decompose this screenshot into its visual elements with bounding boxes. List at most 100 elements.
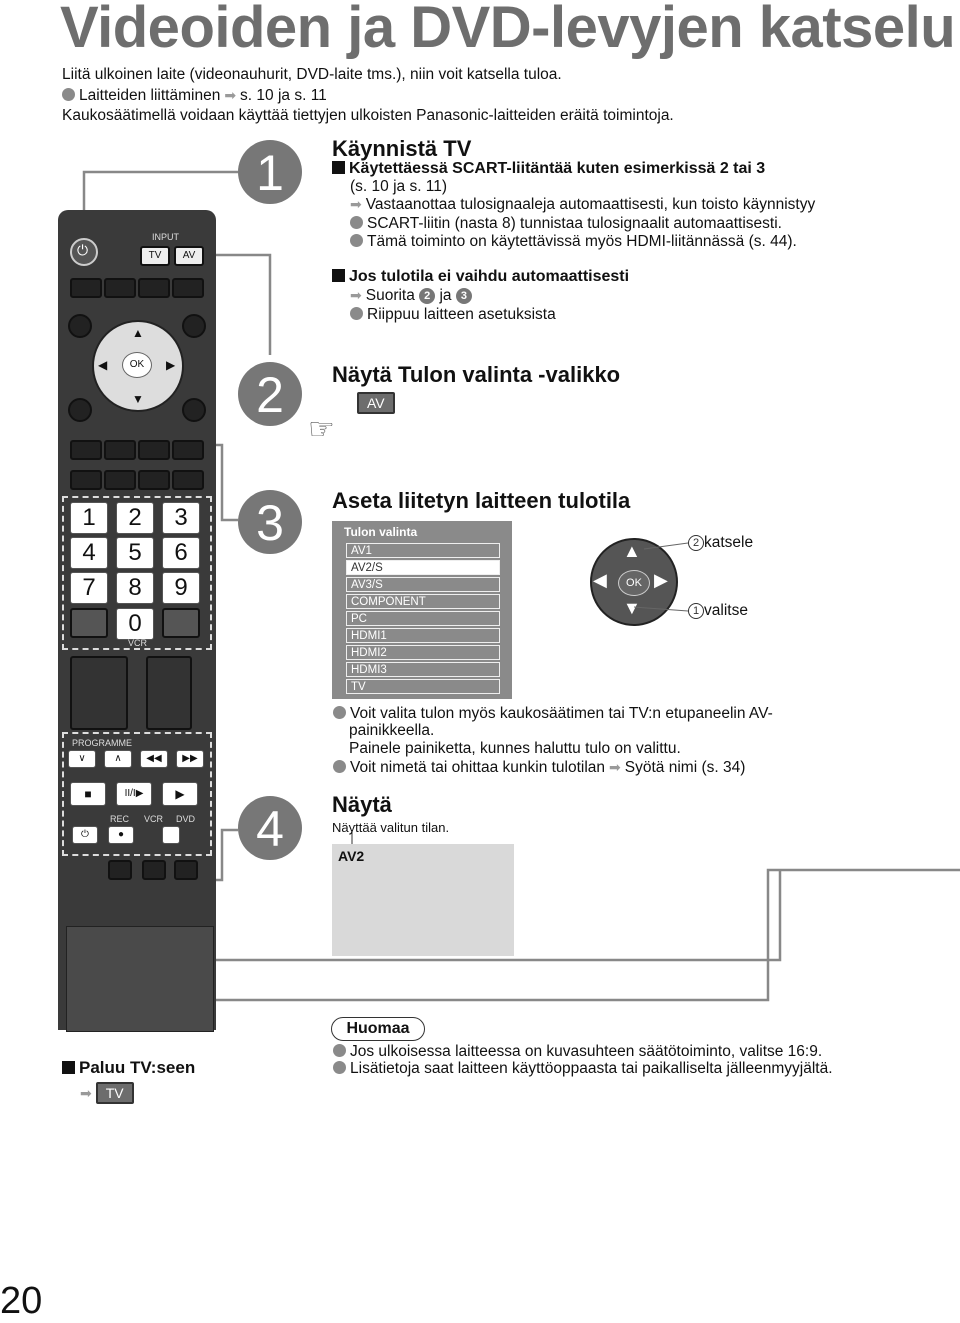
page-title: Videoiden ja DVD-levyjen katselu <box>60 0 956 60</box>
step-3-circle: 3 <box>238 490 302 554</box>
page-number: 20 <box>0 1280 43 1322</box>
remote-button[interactable] <box>104 278 136 298</box>
fast-forward-button[interactable]: ▶▶ <box>176 750 204 768</box>
remote-round-button[interactable] <box>68 314 92 338</box>
bullet-icon <box>62 88 75 101</box>
arrow-up-icon: ▲ <box>623 541 641 561</box>
key-1[interactable]: 1 <box>70 502 108 534</box>
intro-line-2: Laitteiden liittäminen➡s. 10 ja s. 11 <box>62 87 327 105</box>
remote-button[interactable] <box>172 278 204 298</box>
square-bullet-icon <box>332 269 345 282</box>
key-8[interactable]: 8 <box>116 572 154 604</box>
arrow-down-icon: ▼ <box>623 598 641 618</box>
intro-line-3: Kaukosäätimellä voidaan käyttää tiettyje… <box>62 107 674 124</box>
step-4-text: Näyttää valitun tilan. <box>332 820 450 835</box>
key-4[interactable]: 4 <box>70 537 108 569</box>
ok-button-illustration: OK <box>618 570 650 596</box>
key-9[interactable]: 9 <box>162 572 200 604</box>
menu-item-tv[interactable]: TV <box>346 679 500 694</box>
remote-button[interactable] <box>138 470 170 490</box>
vcr-label: VCR <box>144 814 164 824</box>
bullet-icon <box>350 216 363 229</box>
av-input-button[interactable]: AV <box>174 246 204 266</box>
menu-item-hdmi2[interactable]: HDMI2 <box>346 645 500 660</box>
key-2[interactable]: 2 <box>116 502 154 534</box>
dvd-label: DVD <box>176 814 196 824</box>
step-1-sub-1-ref: (s. 10 ja s. 11) <box>350 178 448 195</box>
arrow-down-icon: ▼ <box>132 392 144 406</box>
square-bullet-icon <box>62 1061 75 1074</box>
remote-button[interactable] <box>104 470 136 490</box>
remote-button[interactable] <box>138 278 170 298</box>
remote-button[interactable] <box>70 470 102 490</box>
key-6[interactable]: 6 <box>162 537 200 569</box>
device-power-button[interactable]: ⏻ <box>72 826 98 844</box>
programme-down-button[interactable]: ∨ <box>68 750 96 768</box>
arrow-right-icon: ▶ <box>654 570 668 590</box>
bullet-icon <box>350 307 363 320</box>
step-1-sub-1: Käytettäessä SCART-liitäntää kuten esime… <box>332 160 765 178</box>
rec-button[interactable]: ● <box>108 826 134 844</box>
step-1-sub-2-bullet: Riippuu laitteen asetuksista <box>350 306 556 324</box>
step-ref-badge: 2 <box>419 288 436 304</box>
arrow-right-icon: ➡ <box>350 287 362 303</box>
remote-button[interactable] <box>70 656 128 730</box>
av-button[interactable]: AV <box>357 392 395 414</box>
stop-button[interactable]: ■ <box>70 782 106 806</box>
remote-button[interactable] <box>70 608 108 638</box>
dpad[interactable]: ▲ ▼ ◀ ▶ OK <box>92 320 184 412</box>
remote-button[interactable] <box>146 656 192 730</box>
play-icon: ▶ <box>175 787 185 801</box>
remote-button[interactable] <box>172 440 204 460</box>
arrow-right-icon: ➡ <box>224 87 237 103</box>
remote-button[interactable] <box>104 440 136 460</box>
step-3-bullet-1b: painikkeella. <box>349 722 435 739</box>
vcr-dvd-switch[interactable] <box>162 826 180 844</box>
remote-button[interactable] <box>162 608 200 638</box>
programme-up-button[interactable]: ∧ <box>104 750 132 768</box>
bullet-icon <box>333 706 346 719</box>
key-0[interactable]: 0 <box>116 608 154 640</box>
remote-button[interactable] <box>70 440 102 460</box>
step-ref-badge: 3 <box>455 288 472 304</box>
menu-item-av3s[interactable]: AV3/S <box>346 577 500 592</box>
rec-label: REC <box>110 814 130 824</box>
square-bullet-icon <box>332 161 345 174</box>
step-1-arrow-text: ➡Vastaanottaa tulosignaaleja automaattis… <box>350 196 816 213</box>
ok-button[interactable]: OK <box>122 352 152 378</box>
remote-round-button[interactable] <box>182 314 206 338</box>
key-7[interactable]: 7 <box>70 572 108 604</box>
key-3[interactable]: 3 <box>162 502 200 534</box>
vcr-small-label: VCR <box>128 638 148 648</box>
menu-item-hdmi1[interactable]: HDMI1 <box>346 628 500 643</box>
remote-round-button[interactable] <box>68 398 92 422</box>
remote-cover <box>66 926 214 1032</box>
rewind-button[interactable]: ◀◀ <box>140 750 168 768</box>
menu-item-av2s[interactable]: AV2/S <box>346 560 500 575</box>
arrow-up-icon: ▲ <box>132 326 144 340</box>
return-tv-heading: Paluu TV:seen <box>62 1058 195 1078</box>
step-4-heading: Näytä <box>332 792 392 817</box>
menu-item-hdmi3[interactable]: HDMI3 <box>346 662 500 677</box>
menu-item-pc[interactable]: PC <box>346 611 500 626</box>
play-button[interactable]: ▶ <box>162 782 198 806</box>
power-button[interactable]: ⏻ <box>70 238 98 266</box>
remote-button[interactable] <box>172 470 204 490</box>
pause-icon: II/I▶ <box>124 788 144 799</box>
note-1: Jos ulkoisessa laitteessa on kuvasuhteen… <box>333 1043 822 1061</box>
tv-button[interactable]: TV <box>95 1082 134 1104</box>
remote-button[interactable] <box>174 860 198 880</box>
tv-input-button[interactable]: TV <box>140 246 170 266</box>
arrow-right-icon: ▶ <box>166 358 176 372</box>
power-icon: ⏻ <box>77 242 89 258</box>
remote-round-button[interactable] <box>182 398 206 422</box>
remote-button[interactable] <box>142 860 166 880</box>
remote-button[interactable] <box>70 278 102 298</box>
remote-button[interactable] <box>108 860 132 880</box>
pause-button[interactable]: II/I▶ <box>116 782 152 806</box>
note-2: Lisätietoja saat laitteen käyttöoppaasta… <box>333 1060 833 1078</box>
menu-item-av1[interactable]: AV1 <box>346 543 500 558</box>
menu-item-component[interactable]: COMPONENT <box>346 594 500 609</box>
key-5[interactable]: 5 <box>116 537 154 569</box>
remote-button[interactable] <box>138 440 170 460</box>
